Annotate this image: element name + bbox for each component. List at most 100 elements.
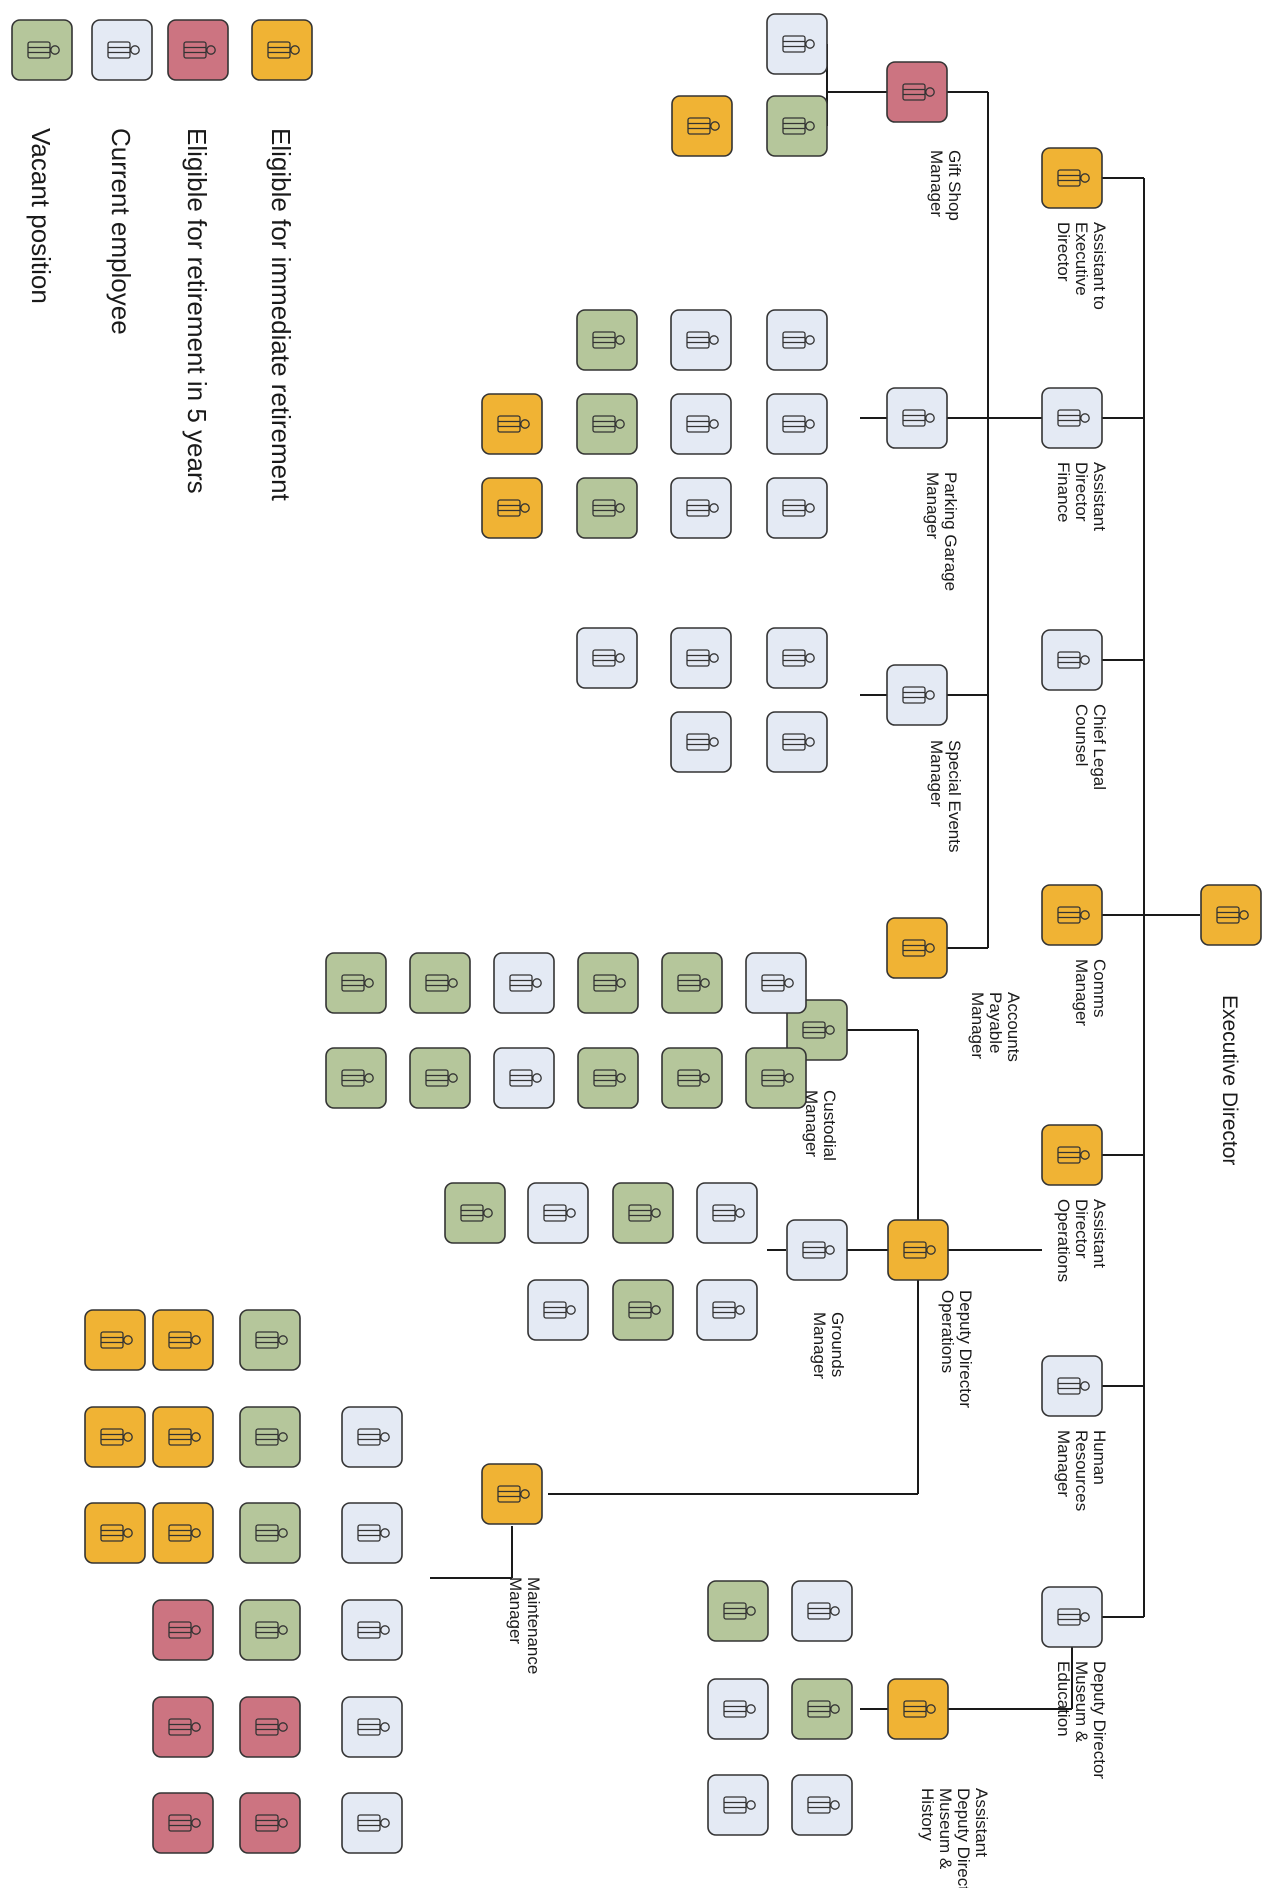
status-vacant <box>766 95 828 157</box>
person-icon <box>902 939 935 957</box>
status-five-years <box>239 1696 301 1758</box>
person-icon <box>592 649 625 667</box>
museum-history-staff-1 <box>791 1580 853 1642</box>
status-immediate <box>84 1309 146 1371</box>
status-current <box>791 1580 853 1642</box>
custodial-manager-label: CustodialManager <box>802 1090 839 1161</box>
maintenance-staff-20 <box>152 1792 214 1854</box>
legend-label: Eligible for immediate retirement <box>266 128 296 502</box>
maintenance-staff-3 <box>84 1309 146 1371</box>
status-immediate <box>1041 147 1103 209</box>
status-immediate <box>84 1502 146 1564</box>
status-current <box>766 711 828 773</box>
custodial-staff-5 <box>577 952 639 1014</box>
status-vacant <box>661 1047 723 1109</box>
person-icon <box>782 649 815 667</box>
custodial-staff-11 <box>325 952 387 1014</box>
person-icon <box>677 974 710 992</box>
status-current <box>341 1792 403 1854</box>
legend-swatch-five-years <box>167 19 229 81</box>
status-current <box>1041 1586 1103 1648</box>
status-immediate <box>1200 884 1262 946</box>
grounds-manager-label: GroundsManager <box>810 1312 847 1379</box>
status-current <box>527 1279 589 1341</box>
custodial-manager-node <box>786 999 848 1061</box>
person-icon <box>168 1524 201 1542</box>
status-current <box>766 393 828 455</box>
special-events-staff-5 <box>576 627 638 689</box>
museum-history-staff-6 <box>707 1774 769 1836</box>
maintenance-staff-4 <box>341 1406 403 1468</box>
status-vacant <box>239 1406 301 1468</box>
status-vacant <box>239 1502 301 1564</box>
special-events-staff-1 <box>766 627 828 689</box>
person-icon <box>1057 651 1090 669</box>
person-icon <box>782 35 815 53</box>
custodial-staff-3 <box>661 952 723 1014</box>
maintenance-staff-19 <box>239 1792 301 1854</box>
maintenance-staff-8 <box>341 1502 403 1564</box>
parking-garage-staff-5 <box>670 393 732 455</box>
maintenance-manager-label: MaintenanceManager <box>506 1577 543 1674</box>
person-icon <box>782 117 815 135</box>
connector-lines <box>430 44 1200 1710</box>
person-icon <box>761 974 794 992</box>
person-icon <box>903 1700 936 1718</box>
status-current <box>670 627 732 689</box>
special-events-manager-node <box>886 664 948 726</box>
person-icon <box>677 1069 710 1087</box>
legend-item-five-years: Eligible for retirement in 5 years <box>167 19 229 494</box>
person-icon <box>686 331 719 349</box>
deputy-director-museum-education-label: Deputy DirectorMuseum &Education <box>1054 1661 1109 1779</box>
person-icon <box>168 1718 201 1736</box>
comms-manager-node <box>1041 884 1103 946</box>
status-current <box>670 477 732 539</box>
maintenance-staff-6 <box>152 1406 214 1468</box>
status-current <box>670 711 732 773</box>
person-icon <box>107 41 140 59</box>
status-current <box>707 1774 769 1836</box>
status-current <box>1041 629 1103 691</box>
special-events-staff-4 <box>670 711 732 773</box>
status-current <box>670 393 732 455</box>
status-current <box>791 1774 853 1836</box>
maintenance-staff-11 <box>84 1502 146 1564</box>
person-icon <box>425 1069 458 1087</box>
custodial-staff-10 <box>409 1047 471 1109</box>
person-icon <box>255 1718 288 1736</box>
maintenance-staff-5 <box>239 1406 301 1468</box>
person-icon <box>341 974 374 992</box>
person-icon <box>1057 169 1090 187</box>
person-icon <box>1057 1608 1090 1626</box>
executive-director-label: Executive Director <box>1218 995 1241 1165</box>
status-vacant <box>661 952 723 1014</box>
org-chart-nodes <box>84 13 1262 1854</box>
person-icon <box>593 1069 626 1087</box>
status-current <box>341 1502 403 1564</box>
status-current <box>696 1182 758 1244</box>
person-icon <box>168 1621 201 1639</box>
person-icon <box>723 1796 756 1814</box>
status-vacant <box>239 1599 301 1661</box>
person-icon <box>782 733 815 751</box>
status-current <box>786 1219 848 1281</box>
person-icon <box>723 1602 756 1620</box>
grounds-staff-1 <box>696 1182 758 1244</box>
deputy-director-operations-node <box>887 1219 949 1281</box>
status-current <box>493 952 555 1014</box>
status-five-years <box>239 1792 301 1854</box>
human-resources-manager-node <box>1041 1355 1103 1417</box>
person-icon <box>543 1301 576 1319</box>
person-icon <box>357 1718 390 1736</box>
custodial-staff-6 <box>577 1047 639 1109</box>
gift-shop-manager-label: Gift ShopManager <box>927 150 964 221</box>
legend-item-immediate: Eligible for immediate retirement <box>251 19 313 502</box>
status-current <box>341 1696 403 1758</box>
person-icon <box>497 499 530 517</box>
person-icon <box>686 499 719 517</box>
maintenance-staff-15 <box>341 1696 403 1758</box>
assistant-director-finance-node <box>1041 387 1103 449</box>
assistant-deputy-director-label: AssistantDeputy DirectorMuseum &History <box>918 1788 991 1888</box>
maintenance-staff-12 <box>341 1599 403 1661</box>
